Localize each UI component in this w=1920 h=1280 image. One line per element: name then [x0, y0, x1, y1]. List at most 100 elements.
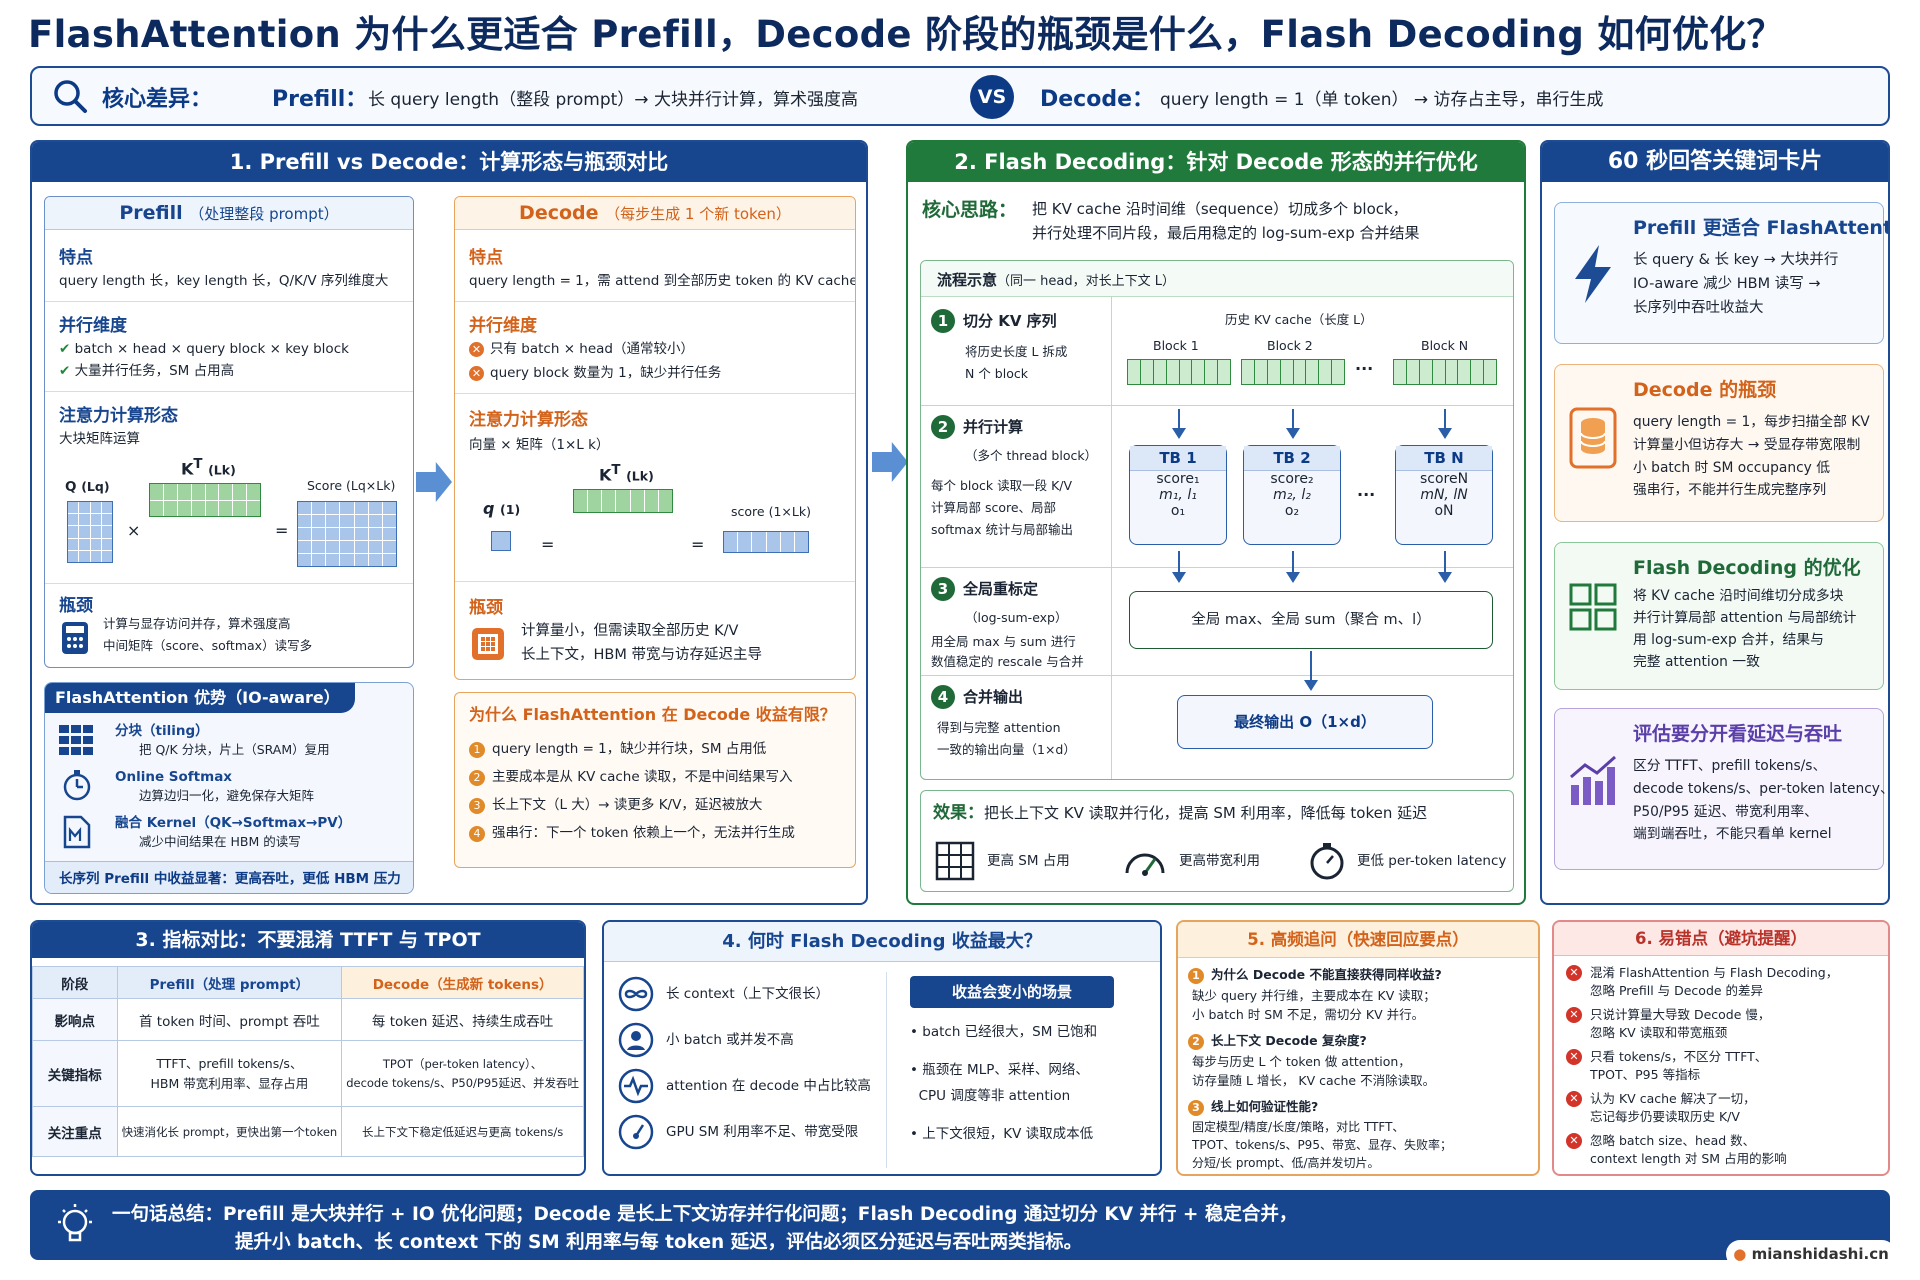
- q-vec-label: q (1): [483, 499, 521, 518]
- step-3-line-2: 数值稳定的 rescale 与合并: [931, 654, 1084, 669]
- decode-parallel-1: ✕只有 batch × head（通常较小）: [469, 339, 694, 359]
- benefit-item-4: GPU SM 利用率不足、带宽受限: [666, 1124, 859, 1140]
- followup-a-2: 每步与历史 L 个 token 做 attention，访存量随 L 增长， K…: [1192, 1054, 1436, 1089]
- step-1-line-1: 将历史长度 L 拆成: [965, 344, 1068, 359]
- gauge-icon: [1125, 853, 1165, 876]
- document-icon: [63, 815, 91, 849]
- arrow-down-icon: [1172, 409, 1186, 439]
- q-vector: [491, 531, 511, 551]
- grid-blocks-icon: [59, 725, 93, 755]
- pulse-icon: [618, 1068, 654, 1104]
- kv-cache-title: 历史 KV cache（长度 L）: [1225, 312, 1373, 327]
- decode-key: Decode：: [1040, 87, 1155, 112]
- fa-tiling-title: 分块（tiling）: [115, 723, 209, 739]
- prefill-parallel-title: 并行维度: [59, 316, 127, 336]
- pitfall-item: ✕只看 tokens/s，不区分 TTFT、TPOT、P95 等指标: [1566, 1048, 1767, 1084]
- decode-card: Decode （每步生成 1 个新 token） 特点 query length…: [454, 196, 856, 680]
- decode-parallel-title: 并行维度: [469, 316, 537, 336]
- flashattention-advantage-card: FlashAttention 优势（IO-aware） 分块（tiling） 把…: [44, 682, 414, 894]
- pitfall-item: ✕忽略 batch size、head 数、context length 对 S…: [1566, 1132, 1787, 1168]
- equals-sign: =: [541, 535, 555, 554]
- fa-fused: 减少中间结果在 HBM 的读写: [139, 834, 301, 849]
- k-label: KT (Lk): [181, 457, 236, 479]
- blocks-ellipsis: ···: [1355, 359, 1374, 378]
- search-icon: [54, 80, 87, 113]
- table-row: 影响点 首 token 时间、prompt 吞吐 每 token 延迟、持续生成…: [32, 998, 584, 1041]
- prefill-feature: query length 长，key length 长，Q/K/V 序列维度大: [59, 273, 389, 289]
- pitfall-item: ✕混淆 FlashAttention 与 Flash Decoding，忽略 P…: [1566, 964, 1838, 1000]
- block-n-label: Block N: [1421, 338, 1469, 353]
- less-item-1: • batch 已经很大，SM 已饱和: [910, 1024, 1098, 1040]
- times-sign: ×: [127, 521, 141, 540]
- check-icon: ✔: [59, 341, 71, 357]
- section-2-header: 2. Flash Decoding：针对 Decode 形态的并行优化: [908, 142, 1524, 182]
- global-rescale-box: 全局 max、全局 sum（聚合 m、l）: [1129, 591, 1493, 649]
- k-vec-label: KT (Lk): [599, 463, 654, 485]
- equals-sign: =: [275, 521, 289, 540]
- effect-bandwidth: 更高带宽利用: [1179, 853, 1260, 869]
- followup-a-3: 固定模型/精度/长度/策略，对比 TTFT、TPOT、tokens/s、P95、…: [1192, 1120, 1452, 1170]
- decode-parallel-2: ✕query block 数量为 1，缺少并行任务: [469, 363, 721, 383]
- idea-line-2: 并行处理不同片段，最后用稳定的 log-sum-exp 合并结果: [1032, 224, 1420, 242]
- core-difference-bar: 核心差异： Prefill： 长 query length（整段 prompt）…: [30, 66, 1890, 126]
- fa-footer: 长序列 Prefill 中收益显著：更高吞吐，更低 HBM 压力: [45, 861, 413, 893]
- section-3-header: 3. 指标对比：不要混淆 TTFT 与 TPOT: [32, 922, 584, 958]
- prefill-key: Prefill：: [272, 87, 368, 112]
- lightbulb-icon: [58, 1204, 92, 1242]
- fa-title: FlashAttention 优势（IO-aware）: [45, 683, 355, 713]
- decode-bottleneck-1: 计算量小，但需读取全部历史 K/V: [521, 623, 739, 639]
- pitfall-item: ✕只说计算量大导致 Decode 慢，忽略 KV 读取和带宽瓶颈: [1566, 1006, 1770, 1042]
- block-2-label: Block 2: [1267, 338, 1313, 353]
- score-label: Score (Lq×Lk): [307, 478, 396, 493]
- step-3-line-1: 用全局 max 与 sum 进行: [931, 634, 1076, 649]
- fa-online-softmax-title: Online Softmax: [115, 769, 233, 785]
- grid-icon: [1569, 583, 1617, 631]
- prefill-feature-title: 特点: [59, 248, 93, 268]
- benefit-item-3: attention 在 decode 中占比较高: [666, 1078, 871, 1094]
- arrow-down-icon: [1438, 551, 1452, 583]
- final-output-box: 最终输出 O（1×d）: [1177, 695, 1433, 749]
- flow-title: 流程示意（同一 head，对长上下文 L）: [937, 271, 1175, 289]
- keyword-card-evaluation: 评估要分开看延迟与吞吐 区分 TTFT、prefill tokens/s、dec…: [1554, 708, 1888, 870]
- metrics-table: 阶段 Prefill（处理 prompt） Decode（生成新 tokens）…: [32, 966, 584, 1157]
- prefill-attn: 大块矩阵运算: [59, 431, 140, 447]
- keyword-cards-panel: 60 秒回答关键词卡片 Prefill 更适合 FlashAttention 长…: [1540, 140, 1890, 905]
- score-matrix: [297, 501, 397, 567]
- score-vector: [723, 531, 809, 553]
- q-matrix: [67, 501, 113, 563]
- step-2-line-2: 计算局部 score、局部: [931, 500, 1057, 515]
- less-item-2: • 瓶颈在 MLP、采样、网络、 CPU 调度等非 attention: [910, 1062, 1089, 1104]
- fa-fused-title: 融合 Kernel（QK→Softmax→PV）: [115, 815, 352, 831]
- infinity-icon: [618, 976, 654, 1012]
- effect-box: 效果：把长上下文 KV 读取并行化，提高 SM 利用率，降低每 token 延迟…: [920, 790, 1514, 892]
- check-icon: ✔: [59, 363, 71, 379]
- summary-line-2: 提升小 batch、长 context 下的 SM 利用率与每 token 延迟…: [235, 1232, 1083, 1253]
- keyword-card-prefill: Prefill 更适合 FlashAttention 长 query & 长 k…: [1554, 202, 1888, 344]
- fa-online-softmax: 边算边归一化，避免保存大矩阵: [139, 788, 315, 803]
- chip-icon: [472, 628, 504, 660]
- arrow-down-icon: [1304, 651, 1318, 691]
- arrow-right-icon-2: [872, 442, 908, 482]
- effect-latency: 更低 per-token latency: [1357, 853, 1507, 869]
- step-4-line-2: 一致的输出向量（1×d）: [937, 742, 1076, 757]
- error-icon: ✕: [1566, 1091, 1582, 1107]
- k-matrix: [573, 489, 673, 513]
- summary-line-1: 一句话总结：Prefill 是大块并行 + IO 优化问题；Decode 是长上…: [112, 1204, 1298, 1225]
- table-row: 关注重点 快速消化长 prompt，更快出第一个token 长上下文下稳定低延迟…: [32, 1106, 584, 1157]
- equals-sign-2: =: [691, 535, 705, 554]
- cross-icon: ✕: [469, 342, 484, 357]
- fa-tiling: 把 Q/K 分块，片上（SRAM）复用: [139, 742, 330, 757]
- idea-key: 核心思路：: [922, 199, 1018, 221]
- effect-sm: 更高 SM 占用: [987, 853, 1070, 869]
- section-flash-decoding: 2. Flash Decoding：针对 Decode 形态的并行优化 核心思路…: [906, 140, 1526, 905]
- block-1-label: Block 1: [1153, 338, 1199, 353]
- q-label: Q (Lq): [65, 479, 110, 495]
- prefill-card: Prefill （处理整段 prompt） 特点 query length 长，…: [44, 196, 414, 668]
